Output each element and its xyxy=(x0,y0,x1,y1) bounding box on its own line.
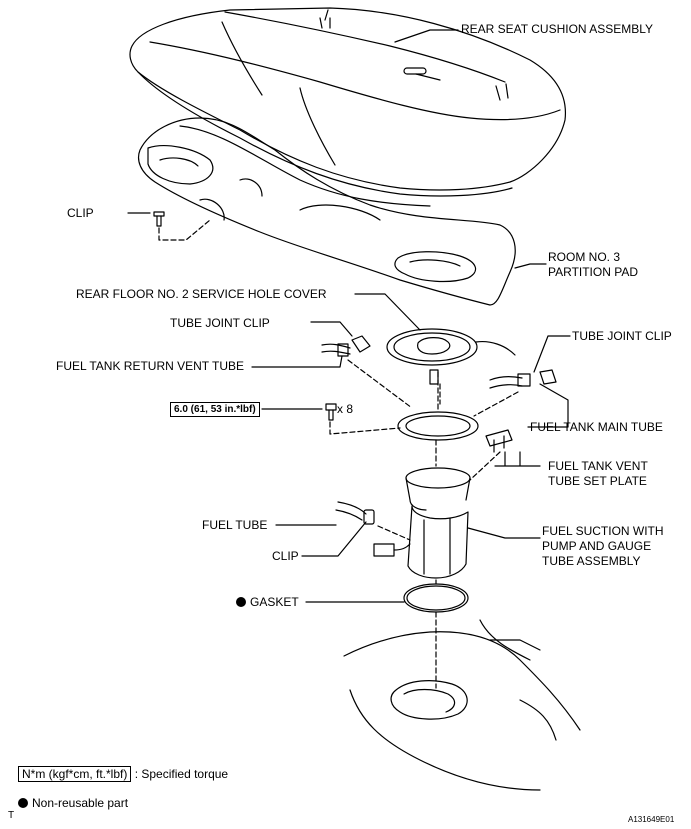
gasket-label-text: GASKET xyxy=(250,595,299,609)
vent-tube-set-plate-label: FUEL TANK VENT TUBE SET PLATE xyxy=(548,459,648,488)
legend-non-reusable-text: Non-reusable part xyxy=(32,796,129,810)
partition-pad-drawing xyxy=(137,117,516,306)
fuel-tank-floor-drawing xyxy=(343,619,581,791)
torque-spec-box: 6.0 (61, 53 in.*lbf) xyxy=(170,402,260,417)
leader-lines xyxy=(251,29,571,603)
left-tube-joint-clip-drawing xyxy=(321,335,371,357)
right-tube-joint-clip-label: TUBE JOINT CLIP xyxy=(572,329,672,343)
main-tube-label: FUEL TANK MAIN TUBE xyxy=(530,420,663,434)
rear-seat-cushion-label: REAR SEAT CUSHION ASSEMBLY xyxy=(461,22,654,36)
fuel-suction-assembly-label: FUEL SUCTION WITH PUMP AND GAUGE TUBE AS… xyxy=(542,524,664,568)
gasket-drawing xyxy=(403,583,469,613)
legend-dot-icon xyxy=(18,798,28,808)
left-tube-joint-clip-label: TUBE JOINT CLIP xyxy=(170,316,270,330)
top-clip-label: CLIP xyxy=(67,206,94,220)
return-vent-tube-label: FUEL TANK RETURN VENT TUBE xyxy=(56,359,245,373)
rear-seat-cushion-drawing xyxy=(129,7,567,197)
non-reusable-dot-icon xyxy=(236,597,246,607)
explosion-guide-lines xyxy=(347,359,519,689)
vent-tube-set-plate-drawing xyxy=(485,429,513,453)
service-hole-cover-drawing xyxy=(386,328,516,366)
bottom-clip-label: CLIP xyxy=(272,549,299,563)
service-hole-cover-label: REAR FLOOR NO. 2 SERVICE HOLE COVER xyxy=(76,287,327,301)
right-tube-joint-clip-drawing xyxy=(489,369,557,389)
corner-mark: T xyxy=(8,810,15,821)
fuel-pump-assembly-drawing xyxy=(373,467,471,579)
fuel-tube-drawing xyxy=(335,501,375,525)
top-clip-drawing xyxy=(153,211,165,227)
legend-non-reusable: Non-reusable part xyxy=(18,796,128,811)
legend-torque-desc: : Specified torque xyxy=(134,767,229,781)
torque-bolt-drawing xyxy=(325,403,337,421)
legend-torque: N*m (kgf*cm, ft.*lbf) : Specified torque xyxy=(18,766,229,782)
fuel-tube-label: FUEL TUBE xyxy=(202,518,268,532)
legend-torque-box: N*m (kgf*cm, ft.*lbf) xyxy=(18,766,132,782)
partition-pad-label: ROOM NO. 3 PARTITION PAD xyxy=(548,250,639,279)
gasket-label: GASKET xyxy=(236,595,299,610)
figure-code: A131649E01 xyxy=(628,815,675,824)
bolt-count-label: x 8 xyxy=(337,402,354,416)
